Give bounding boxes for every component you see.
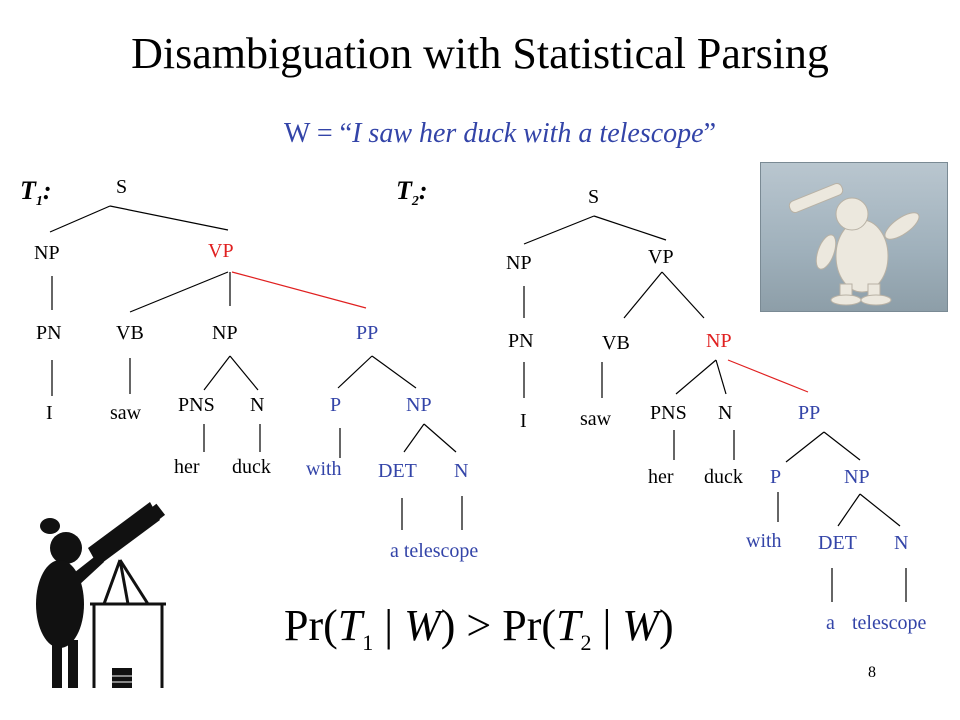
t1-node-np2: NP <box>212 322 238 344</box>
tree2-label-t: T <box>396 176 412 205</box>
t1-node-with: with <box>306 458 342 480</box>
t2-node-pp: PP <box>798 402 821 424</box>
t1-node-n2: N <box>454 460 469 482</box>
t2-edge-np-det <box>837 493 861 527</box>
t1-node-s: S <box>116 176 128 198</box>
t1-node-her: her <box>174 456 200 478</box>
t2-node-saw: saw <box>580 408 612 430</box>
t2-node-pns: PNS <box>650 402 687 424</box>
t1-node-phrase: a telescope <box>390 540 479 562</box>
t2-edge-s-np <box>523 215 595 245</box>
formula-t1: T <box>337 601 363 650</box>
t1-edge-pp-np <box>371 355 417 389</box>
tree1-label-colon: : <box>42 176 52 205</box>
t2-edge-vp-vb <box>623 271 663 319</box>
t2-node-vb: VB <box>602 332 630 354</box>
duck-with-telescope-photo <box>760 162 948 312</box>
formula-pr-2: Pr <box>502 601 542 650</box>
formula-w2: W <box>622 601 659 650</box>
t2-node-s: S <box>588 186 600 208</box>
t1-node-vp: VP <box>208 240 234 262</box>
tree2-label-colon: : <box>418 176 428 205</box>
tree1-label-t: T <box>20 176 36 205</box>
formula-t2: T <box>556 601 581 650</box>
formula-sub1: 1 <box>362 629 374 655</box>
t2-edge-np-n2 <box>859 493 901 527</box>
t2-node-p: P <box>770 466 782 488</box>
t2-edge-np-n <box>715 359 727 395</box>
t2-node-n2: N <box>894 532 909 554</box>
t1-edge-s-np <box>49 205 111 233</box>
girl-with-telescope-silhouette <box>36 502 166 688</box>
t2-edge-pp-np <box>823 431 861 461</box>
t2-node-n: N <box>718 402 733 424</box>
formula-pr-1: Pr <box>284 601 324 650</box>
t2-node-np2: NP <box>706 330 732 352</box>
t1-node-pns: PNS <box>178 394 215 416</box>
t1-node-pn: PN <box>36 322 62 344</box>
t2-node-duck: duck <box>704 466 743 488</box>
formula-gt: > <box>466 601 492 650</box>
tree2-label: T2: <box>396 176 428 210</box>
slide-title: Disambiguation with Statistical Parsing <box>131 29 829 78</box>
sentence-prefix: W = “ <box>283 118 353 149</box>
t1-node-duck: duck <box>232 456 271 478</box>
t1-edge-np-n <box>229 355 259 391</box>
tree1-label: T1: <box>20 176 52 210</box>
formula-w1: W <box>404 601 441 650</box>
t1-edge-vp-pp <box>231 271 367 309</box>
t2-node-det: DET <box>818 532 857 554</box>
t1-node-det: DET <box>378 460 417 482</box>
t2-edge-pp-p <box>785 431 825 463</box>
t2-edge-np-pp <box>727 359 809 393</box>
t2-edge-np-pns <box>675 359 717 395</box>
formula-sub2: 2 <box>580 629 592 655</box>
t2-node-with: with <box>746 530 782 552</box>
t2-node-np3: NP <box>844 466 870 488</box>
t1-edge-np-n2 <box>423 423 457 453</box>
t2-node-a: a <box>826 612 835 634</box>
t1-node-np: NP <box>34 242 60 264</box>
t1-node-saw: saw <box>110 402 142 424</box>
t2-node-pn: PN <box>508 330 534 352</box>
t2-node-telescope: telescope <box>852 612 927 634</box>
t1-node-pp: PP <box>356 322 379 344</box>
page-number: 8 <box>868 664 876 681</box>
t1-node-i: I <box>46 402 53 424</box>
t2-node-i: I <box>520 410 527 432</box>
tree1-label-sub: 1 <box>35 194 43 210</box>
t1-node-p: P <box>330 394 342 416</box>
sentence-definition: W = “I saw her duck with a telescope” <box>0 118 960 150</box>
t2-node-her: her <box>648 466 674 488</box>
t1-edge-pp-p <box>337 355 373 389</box>
t2-node-np: NP <box>506 252 532 274</box>
t1-edge-s-vp <box>109 205 229 231</box>
t1-node-vb: VB <box>116 322 144 344</box>
t2-node-vp: VP <box>648 246 674 268</box>
sentence-text: I saw her duck with a telescope <box>352 118 704 149</box>
t1-node-n: N <box>250 394 265 416</box>
t2-edge-s-vp <box>593 215 667 241</box>
tree2-label-sub: 2 <box>411 194 419 210</box>
t1-edge-np-pns <box>203 355 231 391</box>
t2-edge-vp-np <box>661 271 705 319</box>
sentence-suffix: ” <box>703 118 717 149</box>
probability-inequality: Pr(T1 | W) > Pr(T2 | W) <box>284 601 674 655</box>
t1-node-np3: NP <box>406 394 432 416</box>
t1-edge-np-det <box>403 423 425 453</box>
t1-edge-vp-vb <box>129 271 229 313</box>
